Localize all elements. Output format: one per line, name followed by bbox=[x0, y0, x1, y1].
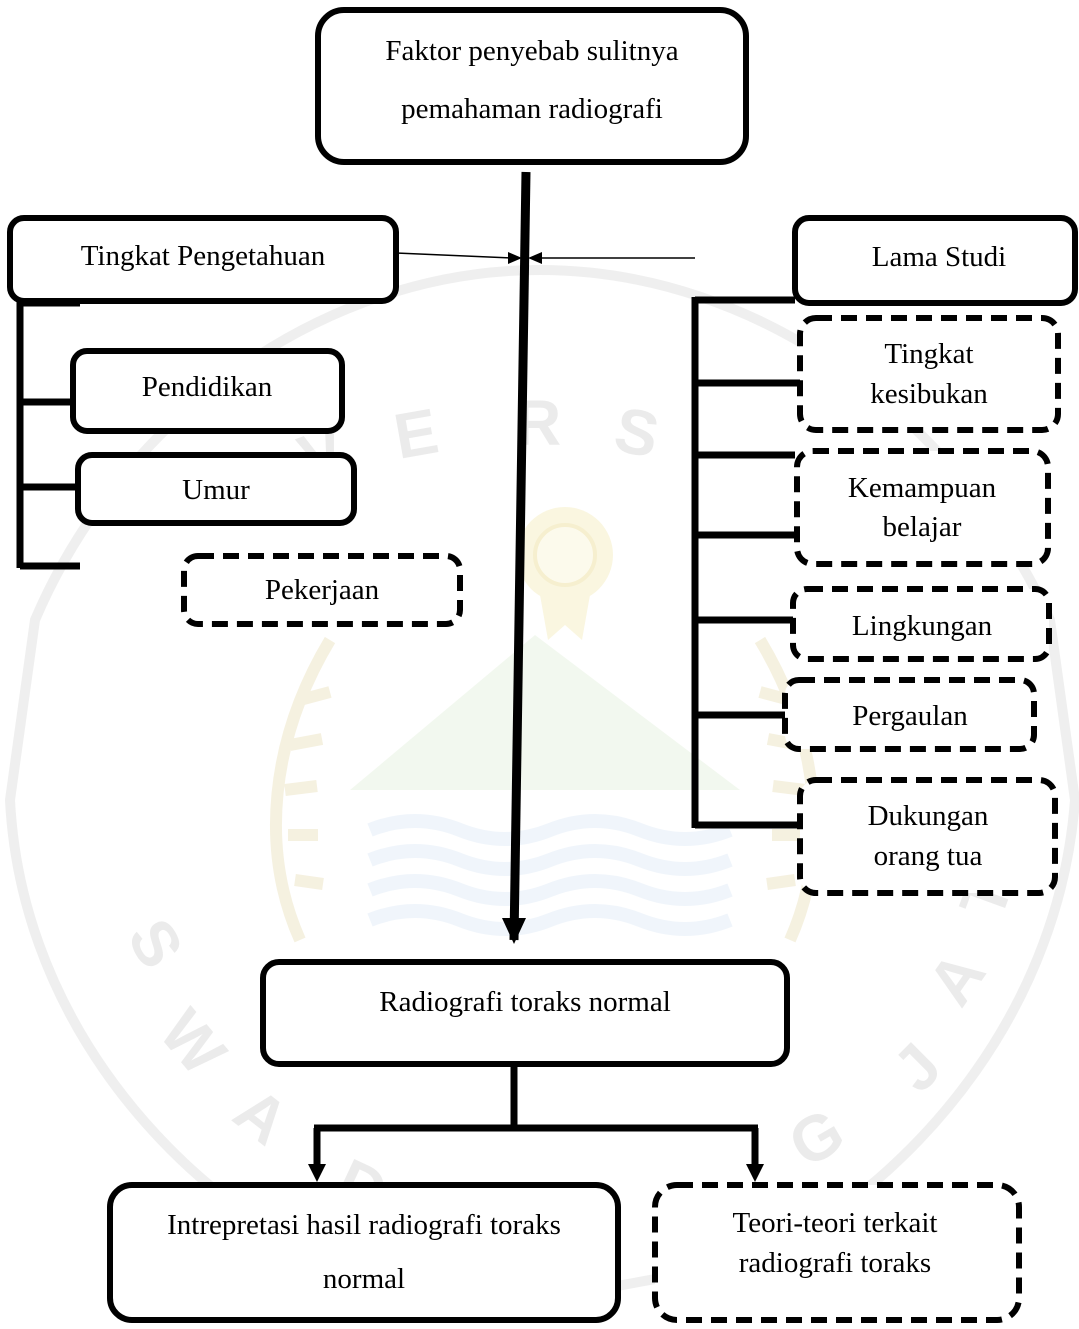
output-left-line-1: Intrepretasi hasil radiografi toraks bbox=[167, 1209, 561, 1241]
left-item-label: Umur bbox=[182, 474, 250, 506]
right-item-label-2: orang tua bbox=[874, 840, 983, 872]
right-item-node: Lingkungan bbox=[790, 586, 1052, 662]
output-right-line-1: Teori-teori terkait bbox=[733, 1207, 938, 1239]
center-label: Radiografi toraks normal bbox=[379, 986, 671, 1018]
title-line-1: Faktor penyebab sulitnya bbox=[385, 35, 678, 67]
fork-right-arrow-icon bbox=[746, 1164, 764, 1182]
main-arrow-head-icon bbox=[502, 918, 526, 944]
left-item-label: Pekerjaan bbox=[265, 574, 380, 606]
output-right-line-2: radiografi toraks bbox=[739, 1247, 931, 1279]
output-node-right: Teori-teori terkait radiografi toraks bbox=[652, 1182, 1022, 1323]
left-item-node: Pendidikan bbox=[70, 348, 345, 434]
left-item-node: Pekerjaan bbox=[181, 553, 463, 627]
watermark-letter: E bbox=[389, 395, 444, 473]
output-left-line-2: normal bbox=[323, 1263, 405, 1295]
main-arrow bbox=[509, 171, 531, 941]
watermark-letter: A bbox=[221, 1074, 302, 1159]
left-header-label: Tingkat Pengetahuan bbox=[81, 240, 326, 272]
title-node: Faktor penyebab sulitnya pemahaman radio… bbox=[315, 7, 749, 165]
left-item-node: Umur bbox=[75, 452, 357, 526]
right-item-node: Kemampuan belajar bbox=[794, 448, 1051, 567]
center-node: Radiografi toraks normal bbox=[260, 959, 790, 1067]
watermark-letter: S bbox=[114, 907, 198, 980]
connectors bbox=[16, 171, 800, 1182]
left-header-connector bbox=[395, 252, 513, 259]
right-item-label-1: Lingkungan bbox=[852, 610, 993, 642]
watermark-letter: G bbox=[777, 1094, 856, 1181]
watermark-letter: W bbox=[146, 996, 240, 1089]
left-connector-arrow-icon bbox=[508, 252, 522, 264]
right-item-label-1: Pergaulan bbox=[852, 700, 968, 732]
right-item-node: Dukungan orang tua bbox=[797, 777, 1058, 896]
right-header-node: Lama Studi bbox=[792, 215, 1078, 306]
right-item-label-1: Tingkat bbox=[884, 338, 973, 370]
output-node-left: Intrepretasi hasil radiografi toraks nor… bbox=[107, 1182, 621, 1323]
watermark-letter: A bbox=[914, 939, 999, 1018]
right-item-node: Tingkat kesibukan bbox=[797, 315, 1061, 433]
right-item-node: Pergaulan bbox=[782, 677, 1037, 752]
title-line-2: pemahaman radiografi bbox=[401, 93, 663, 125]
left-rice-stalk-icon bbox=[270, 636, 336, 943]
mountain-icon bbox=[350, 635, 740, 790]
left-item-label: Pendidikan bbox=[142, 371, 273, 403]
waves-icon bbox=[367, 814, 733, 936]
right-item-label-1: Dukungan bbox=[868, 800, 989, 832]
right-item-label-2: belajar bbox=[883, 511, 962, 543]
sun-emblem-icon bbox=[517, 507, 613, 640]
left-header-node: Tingkat Pengetahuan bbox=[7, 215, 399, 304]
right-connector-arrow-icon bbox=[528, 252, 542, 264]
right-header-label: Lama Studi bbox=[872, 241, 1007, 273]
right-item-label-2: kesibukan bbox=[870, 378, 988, 410]
right-item-label-1: Kemampuan bbox=[848, 472, 997, 504]
watermark-letter: J bbox=[879, 1029, 955, 1105]
watermark-letter: S bbox=[608, 393, 665, 472]
fork-left-arrow-icon bbox=[308, 1164, 326, 1182]
